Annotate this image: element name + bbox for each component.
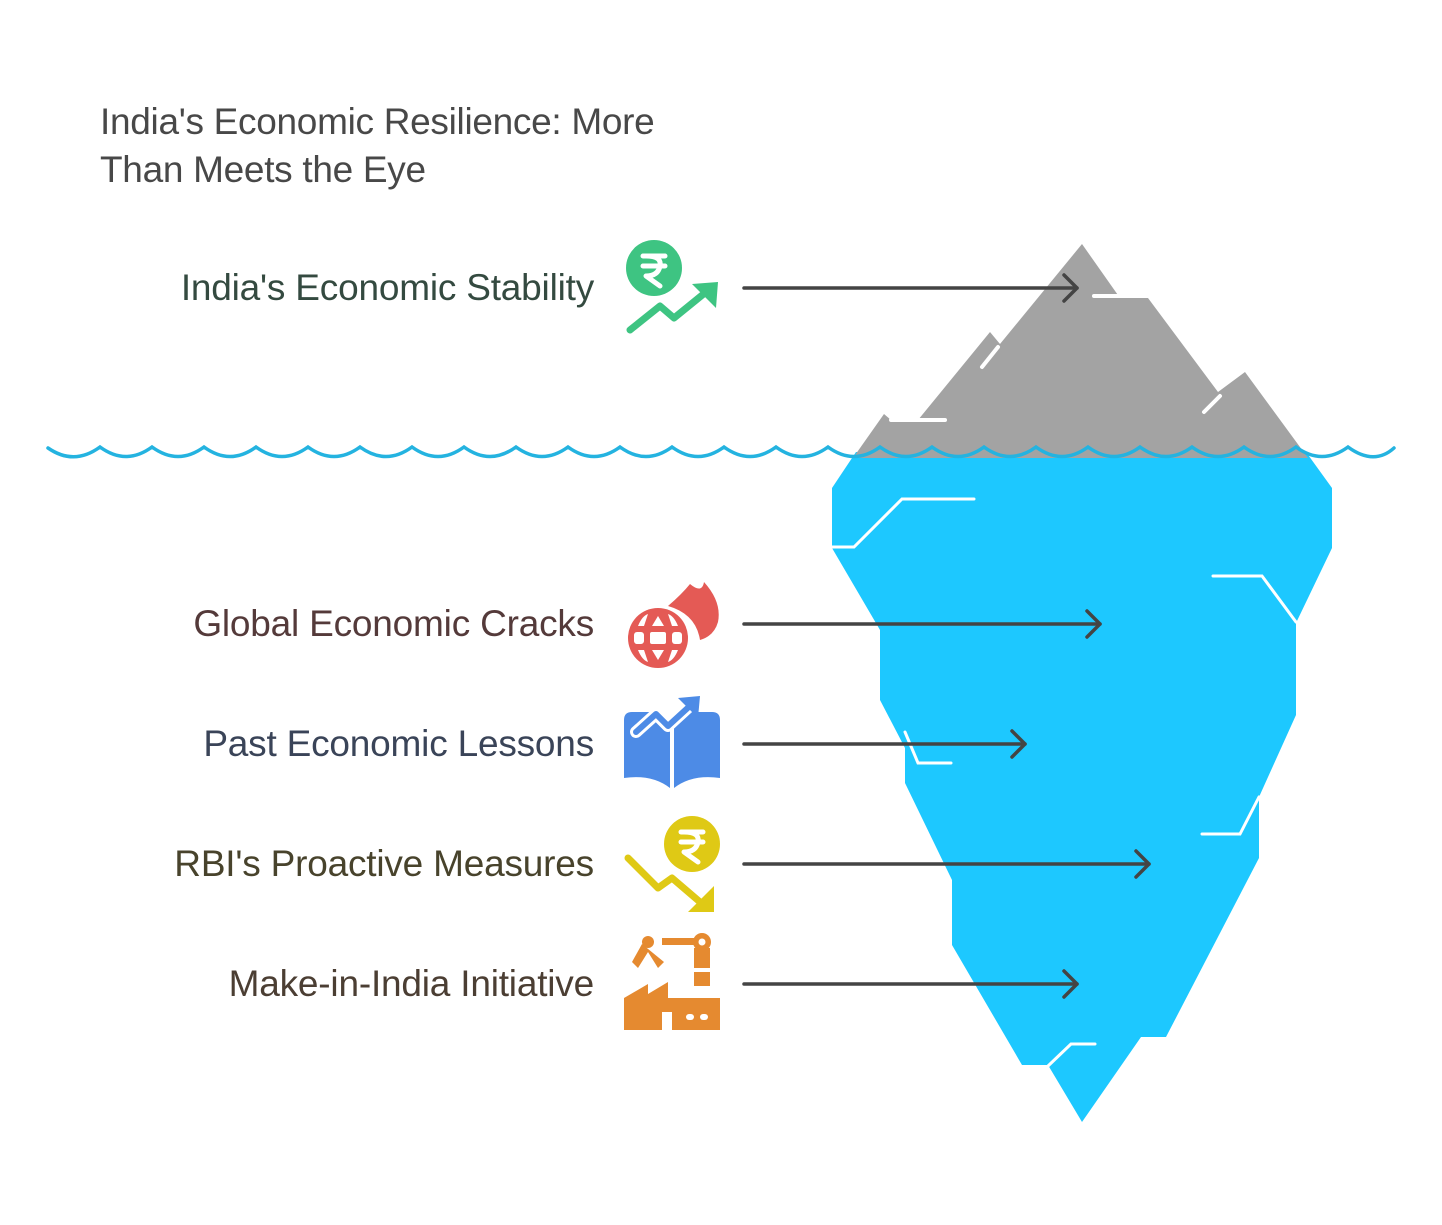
factory-robot-arm-icon bbox=[624, 933, 720, 1030]
water-line bbox=[46, 444, 1396, 459]
diagram-title: India's Economic Resilience: More Than M… bbox=[100, 98, 740, 194]
globe-fire-icon bbox=[625, 582, 719, 671]
iceberg-underwater bbox=[832, 452, 1332, 1122]
label-make-in-india: Make-in-India Initiative bbox=[228, 963, 595, 1004]
arrow-make-in-india bbox=[742, 969, 1079, 999]
label-global-economic-cracks: Global Economic Cracks bbox=[193, 603, 594, 644]
connector-arrows bbox=[742, 273, 1151, 999]
iceberg-above-water bbox=[853, 244, 1308, 458]
underwater-cracks bbox=[830, 497, 1298, 1068]
label-economic-stability: India's Economic Stability bbox=[180, 267, 594, 308]
arrow-stability bbox=[742, 273, 1079, 303]
above-water-cracks bbox=[889, 294, 1222, 422]
rupee-trend-down-icon bbox=[624, 816, 720, 912]
arrow-global-cracks bbox=[742, 609, 1102, 639]
arrow-rbi-measures bbox=[742, 849, 1151, 879]
book-growth-icon bbox=[624, 696, 720, 788]
rupee-trend-up-icon bbox=[626, 240, 718, 334]
label-past-economic-lessons: Past Economic Lessons bbox=[203, 723, 594, 764]
label-rbi-proactive-measures: RBI's Proactive Measures bbox=[174, 843, 594, 884]
title-line-1: India's Economic Resilience: More bbox=[100, 101, 655, 142]
title-line-2: Than Meets the Eye bbox=[100, 149, 426, 190]
arrow-past-lessons bbox=[742, 729, 1027, 759]
